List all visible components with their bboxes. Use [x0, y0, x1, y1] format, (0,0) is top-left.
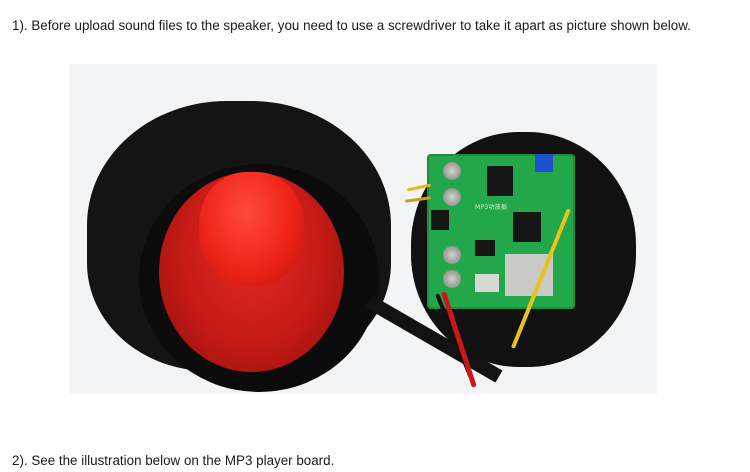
mp3-player-board: MP3功放板 [427, 154, 575, 309]
ic-chip [513, 212, 541, 242]
capacitor [443, 270, 461, 288]
capacitor [443, 188, 461, 206]
step-2-instruction: 2). See the illustration below on the MP… [12, 453, 335, 469]
speaker-disassembly-photo: MP3功放板 [69, 64, 657, 394]
board-silkscreen-label: MP3功放板 [475, 204, 508, 211]
speaker-red-cap [199, 172, 304, 287]
regulator-chip [431, 210, 449, 230]
ic-chip [487, 166, 513, 196]
mini-usb-port [475, 274, 499, 292]
ic-chip [475, 240, 495, 256]
capacitor [443, 162, 461, 180]
volume-potentiometer [535, 154, 553, 172]
step-1-instruction: 1). Before upload sound files to the spe… [12, 18, 691, 34]
capacitor [443, 246, 461, 264]
